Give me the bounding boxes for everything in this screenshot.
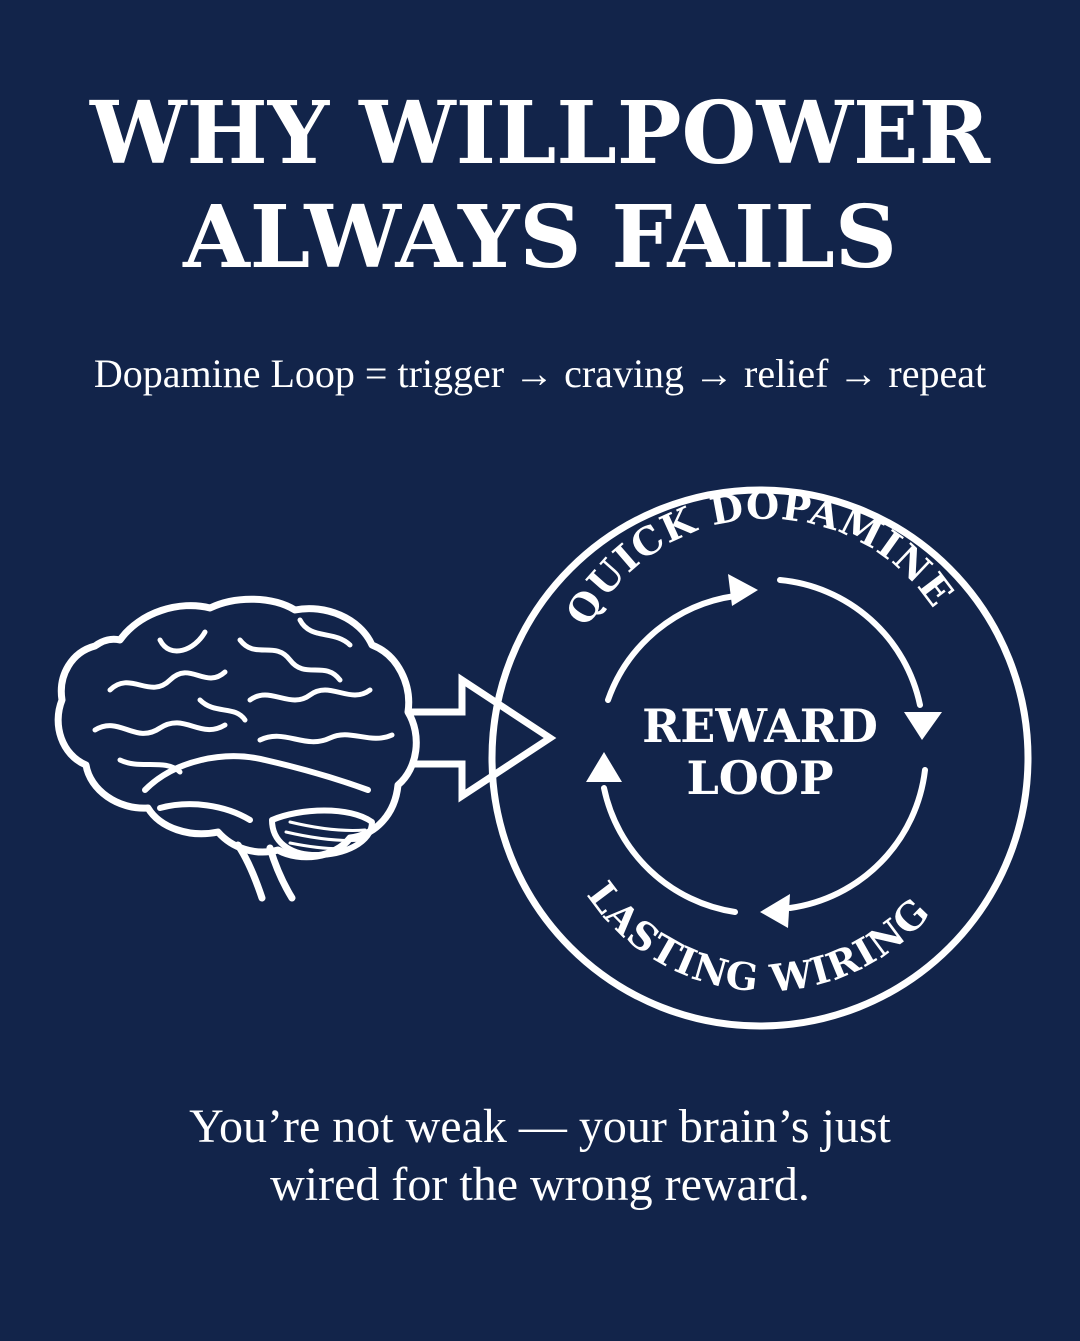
footer-line-2: wired for the wrong reward. bbox=[270, 1158, 810, 1211]
center-label-line-1: REWARD bbox=[642, 699, 878, 753]
footer-line-1: You’re not weak — your brain’s just bbox=[189, 1100, 891, 1153]
arc-text-top: QUICK DOPAMINE bbox=[556, 483, 963, 633]
arc-text-bottom: LASTING WIRING bbox=[579, 873, 939, 1001]
outer-loop-ring bbox=[488, 486, 1032, 1030]
title-line-2: ALWAYS FAILS bbox=[183, 187, 897, 288]
brain-icon bbox=[54, 595, 420, 902]
center-label-line-2: LOOP bbox=[686, 751, 833, 805]
reward-loop-diagram: QUICK DOPAMINE LASTING WIRING REWARD LOO… bbox=[54, 483, 1032, 1030]
dopamine-loop-formula: Dopamine Loop = trigger → craving → reli… bbox=[93, 351, 987, 396]
title-line-1: WHY WILLPOWER bbox=[89, 83, 991, 184]
cycle-arrows-icon bbox=[586, 574, 942, 928]
right-arrow-icon bbox=[410, 673, 557, 803]
